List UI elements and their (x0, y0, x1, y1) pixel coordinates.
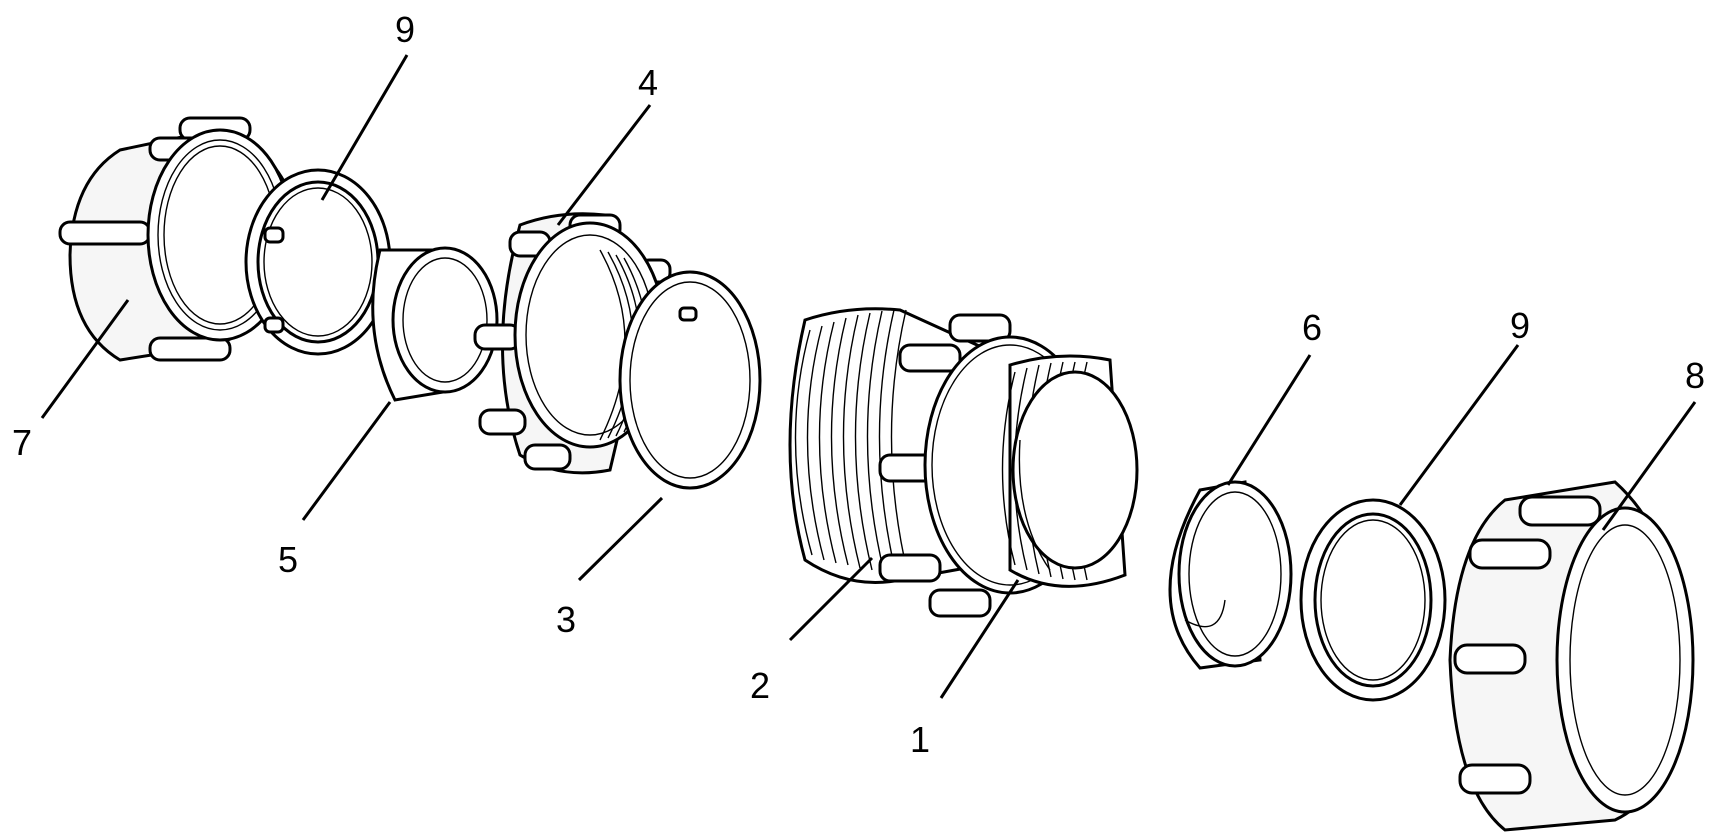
label-6: 6 (1302, 307, 1322, 348)
leader-7 (40, 299, 130, 419)
part-9-right-ring (1299, 498, 1447, 702)
label-1: 1 (910, 719, 930, 760)
label-9-left: 9 (395, 9, 415, 50)
label-8: 8 (1685, 355, 1705, 396)
part-6-right-sleeve (1168, 480, 1293, 670)
leader-lines (40, 54, 1697, 699)
leader-9-right (1398, 344, 1520, 506)
label-5: 5 (278, 539, 298, 580)
leader-9-left (320, 54, 409, 201)
part-3-o-ring (618, 270, 762, 490)
label-9-right: 9 (1510, 305, 1530, 346)
part-2-1-central-body (788, 307, 1139, 618)
leader-6 (1226, 354, 1312, 486)
part-8-right-nut (1448, 480, 1695, 832)
label-2: 2 (750, 665, 770, 706)
label-7: 7 (12, 422, 32, 463)
leader-5 (301, 401, 392, 521)
left-thread (794, 309, 909, 576)
part-labels: 7 9 4 5 3 2 1 6 9 8 (12, 9, 1705, 760)
leader-4 (556, 104, 652, 226)
leader-2 (788, 556, 874, 642)
leader-3 (577, 496, 664, 582)
part-9-left-ring (244, 168, 392, 356)
leader-8 (1601, 401, 1697, 531)
label-4: 4 (638, 62, 658, 103)
leader-1 (939, 579, 1020, 699)
label-3: 3 (556, 599, 576, 640)
part-5-left-sleeve (371, 246, 499, 402)
